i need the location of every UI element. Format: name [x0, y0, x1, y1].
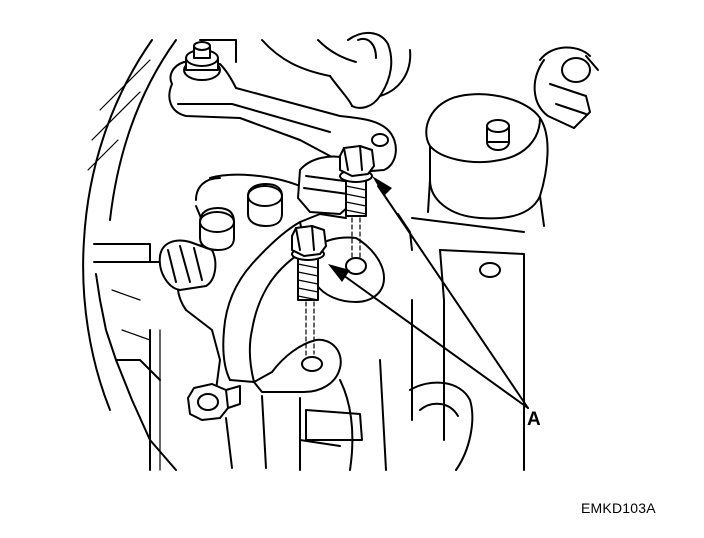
top-hoses	[199, 32, 412, 109]
figure-code: EMKD103A	[581, 500, 656, 516]
upper-bolt	[339, 145, 375, 261]
transaxle-case	[158, 173, 525, 471]
upper-mount-bushing	[533, 46, 599, 129]
mount-arm	[168, 41, 397, 173]
callout-label-a: A	[527, 409, 541, 430]
transaxle-housing	[82, 39, 177, 471]
lower-bolt	[291, 225, 327, 357]
mount-cylinder	[425, 93, 549, 227]
callout-leaders	[328, 176, 529, 409]
